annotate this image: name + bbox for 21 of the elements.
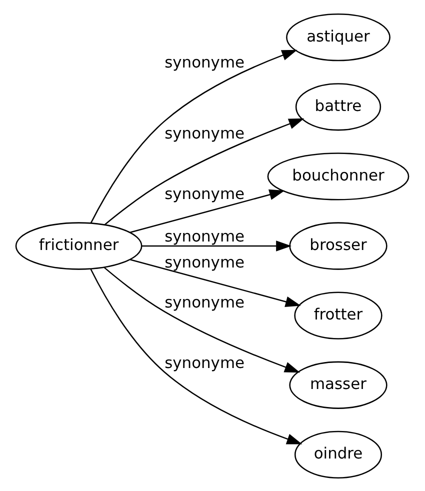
node-ellipse: brosser	[289, 222, 388, 270]
edge-label: synonyme	[164, 124, 245, 142]
node-ellipse: astiquer	[286, 13, 390, 61]
node-ellipse: frictionner	[15, 222, 142, 270]
arrow	[130, 188, 285, 233]
arrow	[104, 118, 304, 225]
arrow	[130, 258, 301, 306]
arrow	[90, 49, 298, 223]
arrow	[90, 268, 302, 444]
arrow	[104, 266, 300, 372]
edge-label: synonyme	[164, 227, 245, 246]
edge-label: synonyme	[164, 353, 245, 372]
node-ellipse: battre	[295, 82, 382, 130]
node-ellipse: frotter	[294, 291, 382, 339]
node-ellipse: masser	[289, 360, 388, 408]
edge-label: synonyme	[164, 184, 245, 203]
edge-label: synonyme	[164, 53, 245, 72]
arrow	[142, 240, 292, 251]
edge-label: synonyme	[164, 292, 245, 311]
edge-label: synonyme	[164, 252, 245, 271]
node-ellipse: oindre	[294, 430, 382, 478]
